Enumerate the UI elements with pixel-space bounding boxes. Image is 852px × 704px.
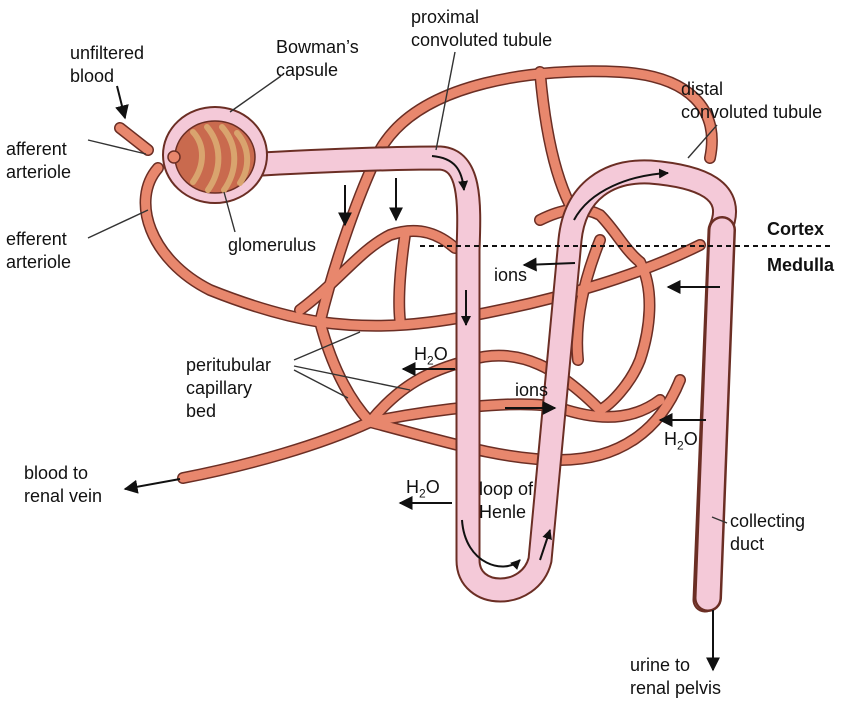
ions-label-upper: ions (494, 264, 527, 287)
water-label-descending: H2O (414, 343, 448, 366)
water-label-duct: H2O (664, 428, 698, 451)
blood-out-arrow (125, 479, 180, 489)
medulla-label: Medulla (767, 254, 834, 277)
nephron-tubule (262, 158, 725, 600)
ions-label-lower: ions (515, 379, 548, 402)
cortex-label: Cortex (767, 218, 824, 241)
blood-in-arrow (117, 86, 125, 118)
bowmans-capsule (163, 107, 267, 203)
glomerulus-label: glomerulus (228, 234, 316, 257)
water-label-loop: H2O (406, 476, 440, 499)
